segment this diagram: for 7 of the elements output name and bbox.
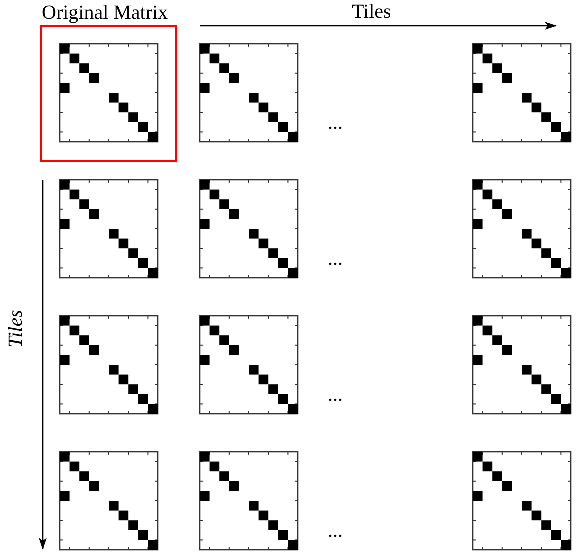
- ellipsis: ...: [328, 112, 343, 134]
- ellipsis: ...: [328, 520, 343, 542]
- ellipsis: ...: [328, 384, 343, 406]
- frame-title: Original Matrix: [42, 2, 168, 24]
- axis-label: Tiles: [4, 310, 27, 348]
- ellipsis: ...: [328, 248, 343, 270]
- axis-label: Tiles: [352, 1, 392, 23]
